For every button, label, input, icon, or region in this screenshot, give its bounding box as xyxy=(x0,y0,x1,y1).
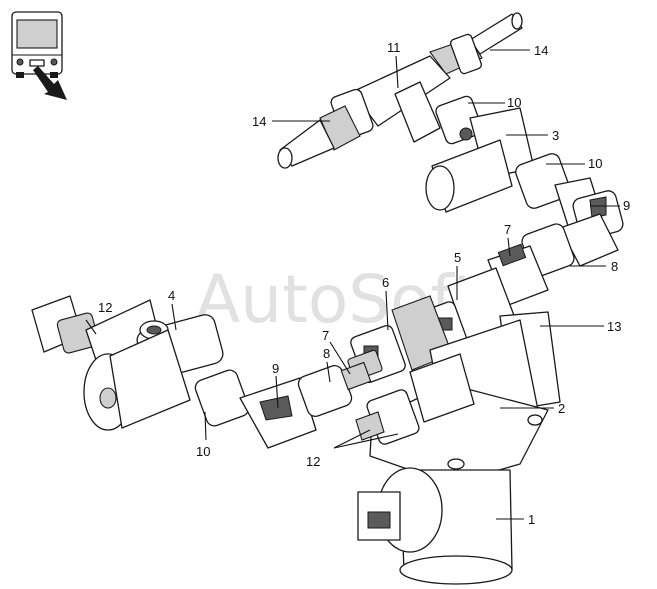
callout-2: 2 xyxy=(558,401,565,416)
callout-10-top: 10 xyxy=(507,95,521,110)
left-assembly xyxy=(31,295,372,449)
valve-body xyxy=(355,311,561,585)
callout-9-right: 9 xyxy=(623,198,630,213)
callout-8-lower: 8 xyxy=(323,346,330,361)
callout-5: 5 xyxy=(454,250,461,265)
callout-7-lower: 7 xyxy=(322,328,329,343)
callout-9-lower: 9 xyxy=(272,361,279,376)
callout-7-top: 7 xyxy=(504,222,511,237)
callout-4: 4 xyxy=(168,288,175,303)
bus-front-view-icon xyxy=(11,11,67,100)
callout-8-right: 8 xyxy=(611,259,618,274)
callout-14-top: 14 xyxy=(534,43,548,58)
callout-labels: 11 14 14 10 3 10 9 7 5 8 6 4 12 13 7 8 9… xyxy=(98,40,630,527)
callout-13: 13 xyxy=(607,319,621,334)
callout-12-lower: 12 xyxy=(306,454,320,469)
callout-1: 1 xyxy=(528,512,535,527)
upper-pipe-assembly xyxy=(277,12,624,277)
callout-10-right: 10 xyxy=(588,156,602,171)
callout-3: 3 xyxy=(552,128,559,143)
callout-14-left: 14 xyxy=(252,114,266,129)
leader-lines xyxy=(85,49,620,520)
sensor-group xyxy=(347,243,549,384)
callout-6: 6 xyxy=(382,275,389,290)
callout-12-left: 12 xyxy=(98,300,112,315)
callout-11: 11 xyxy=(387,40,401,55)
callout-10-lower: 10 xyxy=(196,444,210,459)
